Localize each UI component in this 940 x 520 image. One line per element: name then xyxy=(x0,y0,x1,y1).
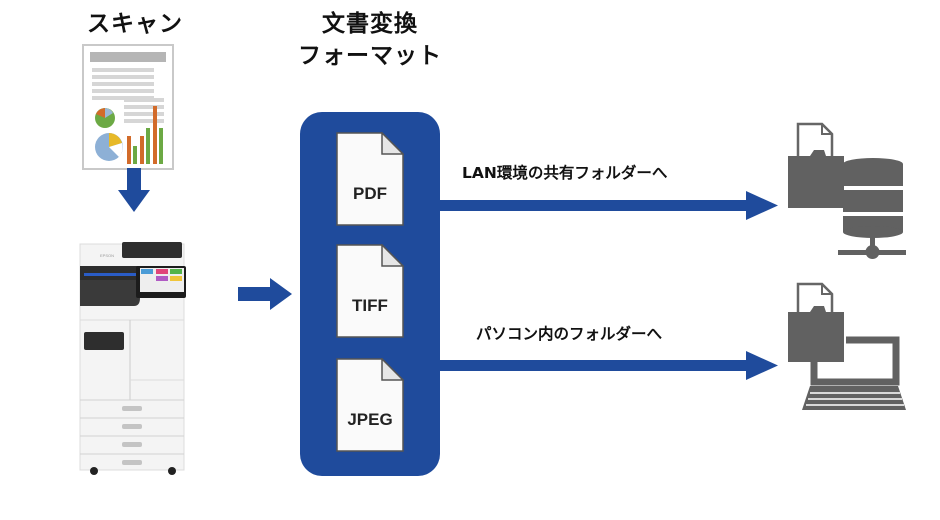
lan-route-arrow xyxy=(438,191,778,220)
format-label: PDF xyxy=(353,184,387,203)
file-icon xyxy=(336,358,404,452)
lan-destination-label: LAN環境の共有フォルダーへ xyxy=(462,164,668,182)
printer-logo: EPSON xyxy=(100,253,114,258)
format-jpeg: JPEG xyxy=(336,358,404,452)
format-conversion-box: PDF TIFF JPEG xyxy=(300,112,440,476)
conversion-title-line2: フォーマット xyxy=(298,43,442,69)
scan-title: スキャン xyxy=(87,11,183,37)
network-server-folder-icon xyxy=(788,122,906,259)
multifunction-printer-icon: EPSON xyxy=(79,242,186,475)
down-arrow-icon xyxy=(118,168,150,212)
pc-route-arrow xyxy=(438,351,778,380)
pc-destination-label: パソコン内のフォルダーへ xyxy=(476,325,663,343)
right-arrow-icon xyxy=(238,278,292,310)
conversion-title-line1: 文書変換 xyxy=(322,11,418,37)
format-tiff: TIFF xyxy=(336,244,404,338)
format-label: JPEG xyxy=(347,410,393,429)
report-document-icon xyxy=(82,44,174,170)
file-icon xyxy=(336,244,404,338)
laptop-folder-icon xyxy=(788,282,906,410)
format-pdf: PDF xyxy=(336,132,404,226)
file-icon xyxy=(336,132,404,226)
format-label: TIFF xyxy=(352,296,388,315)
